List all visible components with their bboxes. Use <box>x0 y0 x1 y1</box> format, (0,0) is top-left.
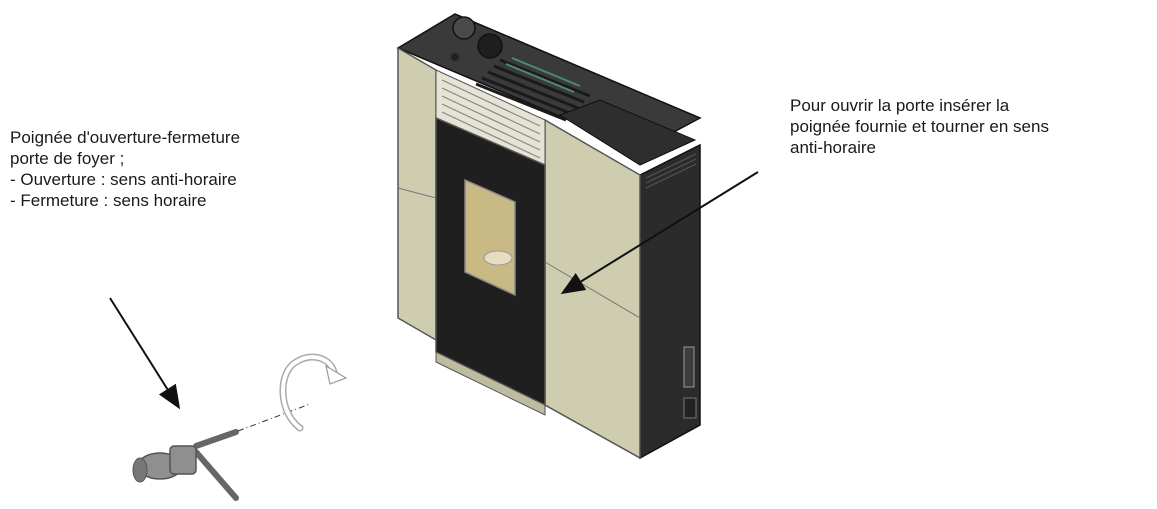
handle-instructions-line: - Fermeture : sens horaire <box>10 191 207 210</box>
burn-pot <box>483 250 513 266</box>
door-instructions-line: anti-horaire <box>790 138 876 157</box>
handle-instructions-line: porte de foyer ; <box>10 149 125 168</box>
rotation-arrow-icon <box>279 353 348 432</box>
door-opening-instructions: Pour ouvrir la porte insérer la poignée … <box>790 95 1049 158</box>
top-knob <box>452 16 476 40</box>
door-handle-tool <box>132 429 239 501</box>
stove-base <box>435 351 546 416</box>
door-instructions-line: poignée fournie et tourner en sens <box>790 117 1049 136</box>
handle-instructions: Poignée d'ouverture-fermeture porte de f… <box>10 127 240 211</box>
door-glass <box>464 178 516 297</box>
front-right-panel <box>544 118 641 460</box>
handle-instructions-line: - Ouverture : sens anti-horaire <box>10 170 237 189</box>
side-control-label <box>683 346 695 388</box>
top-knob <box>477 33 503 59</box>
side-vent <box>645 153 697 189</box>
front-grille-slats <box>441 79 541 159</box>
top-vent-accent <box>505 57 581 93</box>
handle-pointer-arrow <box>109 297 181 410</box>
control-panel-cover <box>558 99 697 166</box>
door-instructions-line: Pour ouvrir la porte insérer la <box>790 96 1010 115</box>
top-button <box>451 53 459 61</box>
door-pointer-arrow <box>560 171 759 295</box>
front-left-panel <box>397 46 437 342</box>
handle-instructions-line: Poignée d'ouverture-fermeture <box>10 128 241 147</box>
top-vent <box>475 58 591 122</box>
side-socket <box>683 397 697 419</box>
